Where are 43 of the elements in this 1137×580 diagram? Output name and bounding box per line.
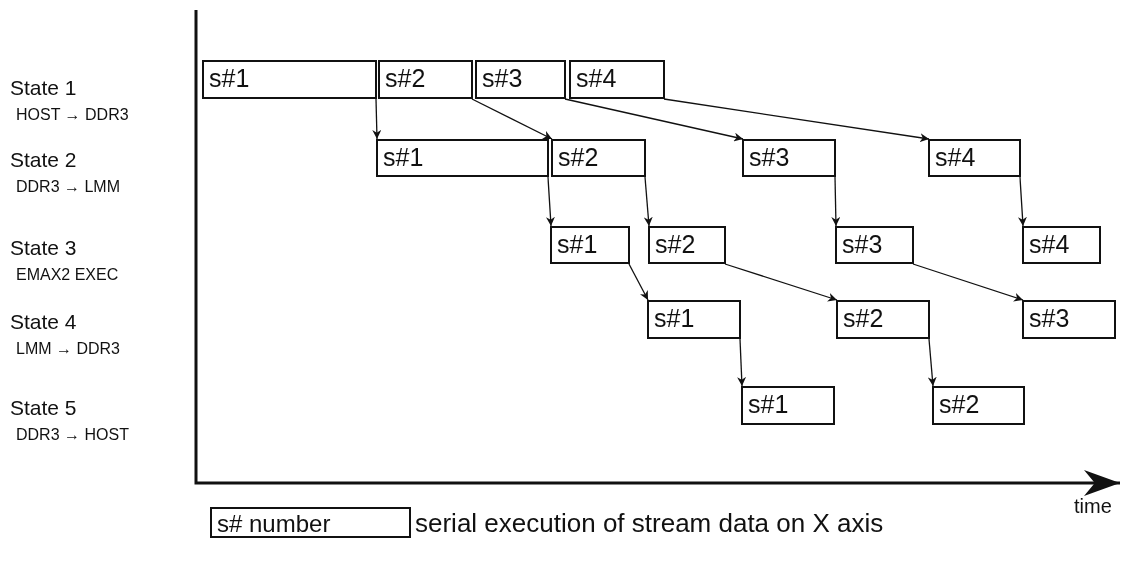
arrow [643, 176, 653, 227]
arrow [471, 98, 553, 140]
state-description: DDR3 → HOST [16, 426, 129, 444]
stream-box: s#2 [836, 300, 930, 339]
stream-box: s#3 [475, 60, 566, 99]
stream-box: s#3 [742, 139, 836, 177]
stream-box: s#1 [550, 226, 630, 264]
arrow [564, 98, 744, 142]
legend-text: serial execution of stream data on X axis [415, 508, 884, 539]
stream-box: s#1 [741, 386, 835, 425]
state-name: State 2 [10, 148, 77, 172]
stream-box: s#2 [378, 60, 473, 99]
arrow [912, 263, 1024, 302]
stream-box: s#1 [376, 139, 549, 177]
stream-box: s#2 [551, 139, 646, 177]
stream-box: s#1 [202, 60, 377, 99]
stream-box: s#2 [932, 386, 1025, 425]
stream-box: s#4 [1022, 226, 1101, 264]
stream-box: s#1 [647, 300, 741, 339]
arrow [372, 98, 382, 140]
axis-label: time [1074, 495, 1112, 518]
state-description: EMAX2 EXEC [16, 266, 119, 284]
arrow [737, 338, 747, 387]
arrow [628, 263, 649, 301]
state-name: State 3 [10, 236, 77, 260]
arrow [545, 176, 555, 227]
state-description: LMM → DDR3 [16, 340, 120, 358]
stream-box: s#3 [1022, 300, 1116, 339]
legend-sample-box: s# number [210, 507, 411, 538]
state-name: State 4 [10, 310, 77, 334]
state-description: HOST → DDR3 [16, 106, 129, 124]
arrow [663, 98, 930, 143]
arrow [831, 176, 841, 227]
stream-box: s#2 [648, 226, 726, 264]
state-name: State 1 [10, 76, 77, 100]
state-description: DDR3 → LMM [16, 178, 120, 196]
stream-box: s#3 [835, 226, 914, 264]
stream-box: s#4 [569, 60, 665, 99]
arrow [724, 263, 838, 302]
arrow [1017, 176, 1027, 227]
arrow [927, 338, 937, 387]
stream-box: s#4 [928, 139, 1021, 177]
state-name: State 5 [10, 396, 77, 420]
